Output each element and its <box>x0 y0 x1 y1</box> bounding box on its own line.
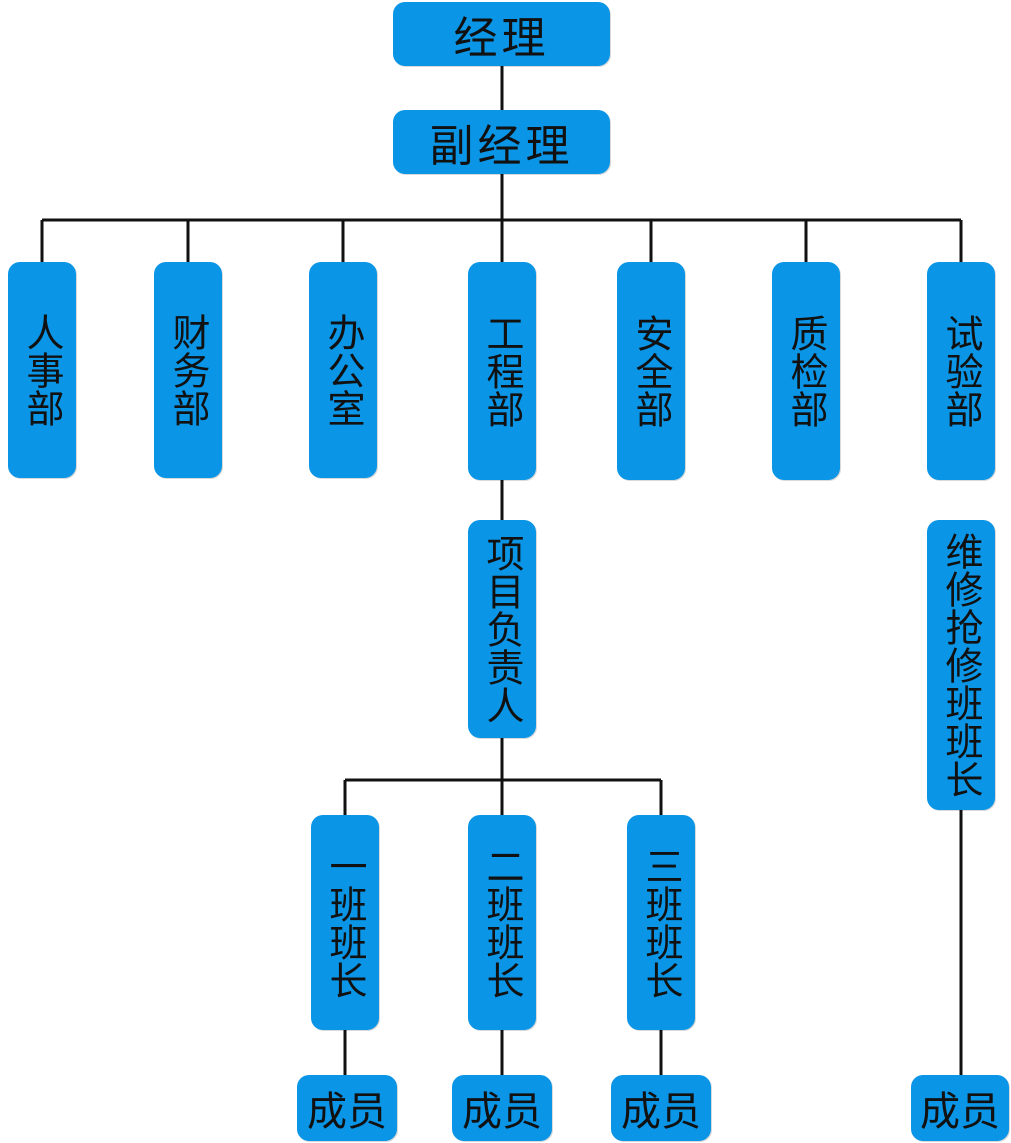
project-lead-node: 项目负责人 <box>468 520 536 738</box>
member-label-4: 成员 <box>920 1089 1000 1135</box>
hr-department-node: 人事部 <box>8 262 76 478</box>
testing-department-node: 试验部 <box>927 262 995 480</box>
deputy-manager-node: 副经理 <box>393 110 610 174</box>
finance-department-node: 财务部 <box>154 262 222 478</box>
repair-team-lead-node: 维修抢修班班长 <box>927 520 995 810</box>
engineering-department-label: 工程部 <box>480 314 524 428</box>
member-label-1: 成员 <box>307 1089 387 1135</box>
member-node-2: 成员 <box>452 1075 552 1141</box>
member-node-3: 成员 <box>611 1075 711 1141</box>
office-node: 办公室 <box>309 262 377 478</box>
member-node-4: 成员 <box>911 1075 1009 1141</box>
team-two-lead-node: 二班班长 <box>468 815 536 1030</box>
engineering-department-node: 工程部 <box>468 262 536 480</box>
repair-team-lead-label: 维修抢修班班长 <box>939 532 983 798</box>
manager-label: 经理 <box>453 13 550 64</box>
team-one-lead-node: 一班班长 <box>311 815 379 1030</box>
team-three-lead-node: 三班班长 <box>627 815 695 1030</box>
office-label: 办公室 <box>321 313 365 427</box>
testing-department-label: 试验部 <box>939 314 983 428</box>
hr-department-label: 人事部 <box>20 313 64 427</box>
quality-inspection-department-label: 质检部 <box>784 314 828 428</box>
member-label-3: 成员 <box>621 1089 701 1135</box>
safety-department-label: 安全部 <box>629 314 673 428</box>
member-node-1: 成员 <box>297 1075 397 1141</box>
team-three-lead-label: 三班班长 <box>639 846 683 999</box>
quality-inspection-department-node: 质检部 <box>772 262 840 480</box>
team-two-lead-label: 二班班长 <box>480 846 524 999</box>
manager-node: 经理 <box>393 2 610 66</box>
project-lead-label: 项目负责人 <box>480 534 524 724</box>
member-label-2: 成员 <box>462 1089 542 1135</box>
team-one-lead-label: 一班班长 <box>323 846 367 999</box>
deputy-manager-label: 副经理 <box>429 121 574 172</box>
finance-department-label: 财务部 <box>166 313 210 427</box>
safety-department-node: 安全部 <box>617 262 685 480</box>
